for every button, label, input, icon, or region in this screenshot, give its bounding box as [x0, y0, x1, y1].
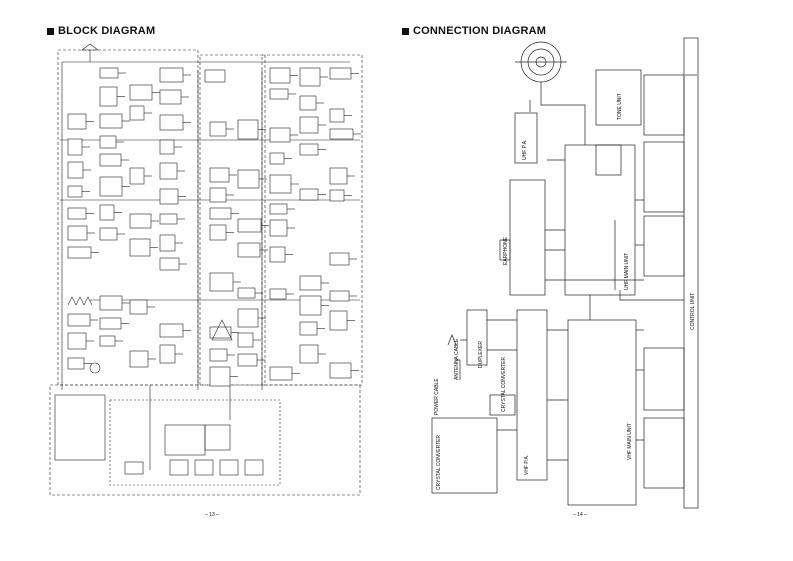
control-unit-label: CONTROL UNIT: [690, 293, 696, 330]
decoder-block: [204, 424, 231, 451]
page-number-left: – 13 –: [205, 512, 219, 518]
antenna-icon: [447, 334, 457, 346]
control-frame: [109, 399, 281, 486]
block-diagram-title: BLOCK DIAGRAM: [58, 25, 156, 37]
tone-unit-label: TONE UNIT: [617, 93, 623, 120]
antenna-cable-label: ANTENNA CABLE: [454, 338, 460, 380]
square-bullet-icon: [47, 27, 54, 35]
cn510-block: [643, 417, 685, 489]
earphone-jack-icon: [499, 239, 511, 261]
crystal-converter-block: [431, 417, 498, 494]
vhf-main-unit-block: [567, 319, 637, 506]
speaker-icon: [89, 362, 101, 374]
block-frame-bottom: [49, 384, 361, 496]
duplexer-block: [204, 69, 226, 83]
block-diagram-heading: BLOCK DIAGRAM: [47, 25, 155, 37]
cn506-block: [643, 215, 685, 277]
control-unit-frame: [683, 37, 699, 509]
earphone-label: EARPHONE: [503, 236, 509, 265]
duplexer-block: [466, 309, 488, 366]
cn505-block: [643, 141, 685, 213]
duplexer-label: DUPLEXER: [478, 341, 484, 368]
square-bullet-icon: [402, 27, 409, 35]
cn504-block: [643, 74, 685, 136]
page-number-right: – 14 –: [573, 512, 587, 518]
uhf-connector-column: [509, 179, 546, 296]
crystal-converter-label: CRYSTAL CONVERTER: [436, 435, 442, 490]
switch-block: [595, 144, 622, 176]
vhf-connector-column: [516, 309, 548, 481]
cn509-block: [643, 347, 685, 411]
crystal-converter-small-label: CRYSTAL CONVERTER: [501, 357, 507, 412]
filter-icon: [67, 296, 93, 306]
power-cable-label: POWER CABLE: [434, 378, 440, 415]
connection-diagram-heading: CONNECTION DIAGRAM: [402, 25, 546, 37]
tone-unit-block: [595, 69, 642, 126]
uhf-pa-block: [514, 112, 538, 164]
vhf-pa-label: VHF P.A.: [524, 455, 530, 475]
connection-diagram-title: CONNECTION DIAGRAM: [413, 25, 547, 37]
select-switch-block: [54, 394, 106, 461]
amplifier-icon: [211, 319, 233, 341]
vhf-main-unit-label: VHF MAIN UNIT: [627, 423, 633, 460]
crystal-converter-small: [489, 394, 516, 416]
uhf-pa-label: UHF P.A.: [522, 140, 528, 160]
uhf-main-unit-label: UHF MAIN UNIT: [624, 253, 630, 290]
